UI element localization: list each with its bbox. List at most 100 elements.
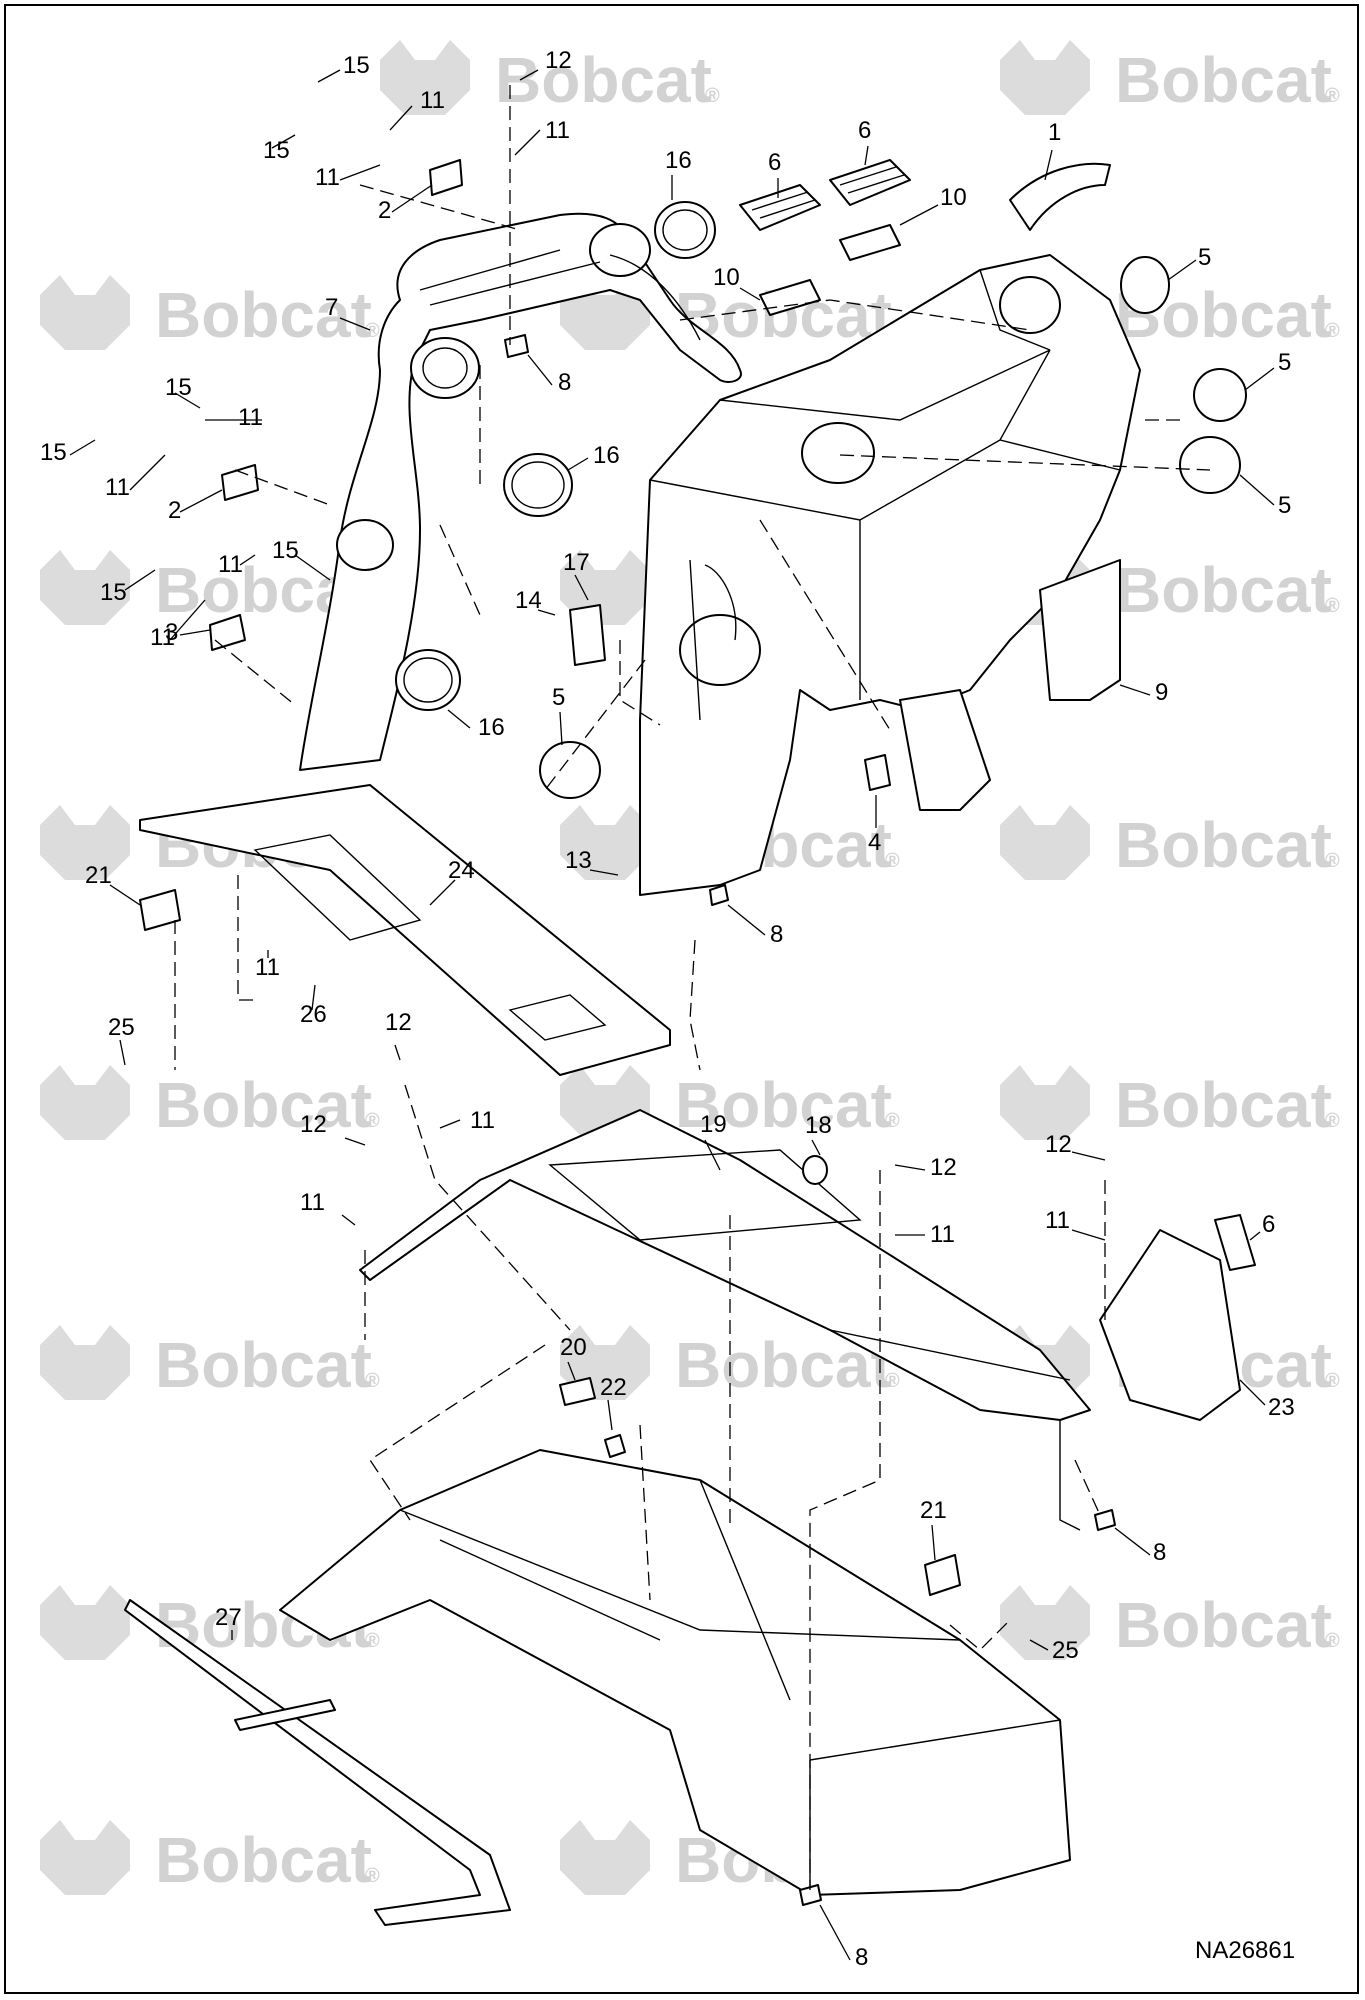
part-9-console-body bbox=[639, 254, 1141, 896]
bobcat-watermark: Bobcat® bbox=[40, 1325, 380, 1401]
callout-tick-16 bbox=[567, 457, 589, 471]
callout-tick-5 bbox=[1167, 259, 1197, 281]
callout-tick-25 bbox=[1029, 1639, 1049, 1651]
callout-tick-10 bbox=[899, 204, 939, 226]
callout-26: 26 bbox=[300, 1001, 327, 1028]
part-27-tab bbox=[234, 1699, 336, 1731]
svg-text:Bobcat: Bobcat bbox=[495, 44, 712, 116]
callout-27: 27 bbox=[215, 1604, 242, 1631]
svg-text:®: ® bbox=[1325, 1630, 1340, 1652]
callout-tick-11 bbox=[514, 129, 541, 156]
callout-tick-13 bbox=[589, 869, 619, 876]
part-7-port-upper bbox=[410, 337, 480, 399]
callout-10: 10 bbox=[940, 184, 967, 211]
callout-tick-8 bbox=[819, 1904, 851, 1961]
part-6-grille-right bbox=[829, 159, 911, 206]
part-16-ring-lower bbox=[395, 649, 461, 711]
svg-text:Bobcat: Bobcat bbox=[155, 1069, 372, 1141]
bobcat-logo-icon bbox=[40, 1820, 130, 1895]
callout-11: 11 bbox=[150, 624, 175, 651]
svg-text:®: ® bbox=[365, 1370, 380, 1392]
callout-9: 9 bbox=[1155, 679, 1168, 706]
part-6-grille-side bbox=[1214, 1214, 1256, 1271]
callout-12: 12 bbox=[545, 47, 572, 74]
part-9-mid-leg bbox=[899, 689, 991, 811]
callout-tick-18 bbox=[811, 1139, 821, 1156]
svg-text:®: ® bbox=[365, 1630, 380, 1652]
callout-8: 8 bbox=[855, 1944, 868, 1971]
callout-2: 2 bbox=[168, 497, 181, 524]
part-8-clip-3 bbox=[1094, 1509, 1116, 1531]
callout-25: 25 bbox=[108, 1014, 135, 1041]
callout-6: 6 bbox=[858, 117, 871, 144]
callout-15: 15 bbox=[165, 374, 192, 401]
part-2-bracket-top bbox=[429, 159, 463, 196]
svg-text:Bobcat: Bobcat bbox=[155, 1329, 372, 1401]
callout-16: 16 bbox=[593, 442, 620, 469]
svg-text:®: ® bbox=[365, 1110, 380, 1132]
part-2-bracket-mid bbox=[221, 464, 259, 501]
callout-20: 20 bbox=[560, 1334, 587, 1361]
callout-15: 15 bbox=[272, 537, 299, 564]
callout-tick-3 bbox=[179, 629, 211, 636]
bobcat-logo-icon bbox=[560, 805, 650, 880]
callout-tick-10 bbox=[739, 287, 761, 301]
callout-tick-12 bbox=[519, 69, 539, 81]
part-9-right-leg bbox=[1039, 559, 1121, 701]
figure-id: NA26861 bbox=[1195, 1937, 1295, 1964]
part-7-port-lower bbox=[336, 519, 394, 571]
callout-12: 12 bbox=[1045, 1131, 1072, 1158]
callout-tick-5 bbox=[559, 711, 563, 746]
callout-11: 11 bbox=[930, 1221, 955, 1248]
callout-11: 11 bbox=[300, 1189, 325, 1216]
bobcat-logo-icon bbox=[40, 550, 130, 625]
svg-text:Bobcat: Bobcat bbox=[1115, 809, 1332, 881]
callout-tick-16 bbox=[447, 709, 471, 729]
callout-tick-17 bbox=[574, 574, 589, 601]
bobcat-logo-icon bbox=[40, 275, 130, 350]
part-10-gasket-right bbox=[839, 224, 901, 261]
part-6-grille-left bbox=[739, 184, 821, 231]
part-22-clip bbox=[604, 1434, 626, 1458]
callout-tick-11 bbox=[239, 554, 256, 566]
svg-text:®: ® bbox=[1325, 595, 1340, 617]
bobcat-watermark: Bobcat® bbox=[40, 1065, 380, 1141]
callout-5: 5 bbox=[1198, 244, 1211, 271]
callout-12: 12 bbox=[930, 1154, 957, 1181]
callout-tick-5 bbox=[1244, 367, 1275, 391]
bobcat-logo-icon bbox=[40, 1585, 130, 1660]
part-21-hinge-left bbox=[139, 889, 181, 931]
callout-tick-8 bbox=[527, 354, 553, 386]
callout-tick-20 bbox=[567, 1361, 576, 1381]
part-23-side-cover bbox=[1099, 1229, 1241, 1421]
callout-5: 5 bbox=[552, 684, 565, 711]
callout-tick-23 bbox=[1239, 1379, 1266, 1406]
callout-6: 6 bbox=[768, 149, 781, 176]
callout-11: 11 bbox=[315, 164, 340, 191]
callout-tick-12 bbox=[894, 1164, 926, 1171]
callout-11: 11 bbox=[238, 404, 263, 431]
callout-tick-11 bbox=[129, 454, 166, 491]
callout-tick-1 bbox=[1044, 149, 1053, 181]
part-9-port-front bbox=[801, 422, 875, 484]
part-5-knob-1 bbox=[1120, 256, 1170, 314]
callout-tick-11 bbox=[389, 105, 413, 131]
callout-19: 19 bbox=[700, 1111, 727, 1138]
callout-7: 7 bbox=[325, 294, 338, 321]
callout-8: 8 bbox=[1153, 1539, 1166, 1566]
bobcat-watermark: Bobcat® bbox=[1000, 805, 1340, 881]
leader-lines bbox=[174, 85, 1211, 1890]
callout-23: 23 bbox=[1268, 1394, 1295, 1421]
svg-text:®: ® bbox=[705, 85, 720, 107]
callout-tick-8 bbox=[1114, 1527, 1151, 1556]
bobcat-watermark: Bobcat® bbox=[40, 275, 380, 351]
callout-11: 11 bbox=[1045, 1207, 1070, 1234]
bobcat-logo-icon bbox=[560, 550, 650, 625]
callout-tick-12 bbox=[344, 1137, 366, 1146]
part-27-strip bbox=[124, 1599, 511, 1926]
callout-4: 4 bbox=[868, 829, 881, 856]
svg-text:®: ® bbox=[365, 320, 380, 342]
part-3-bracket bbox=[209, 614, 246, 651]
callout-16: 16 bbox=[665, 147, 692, 174]
